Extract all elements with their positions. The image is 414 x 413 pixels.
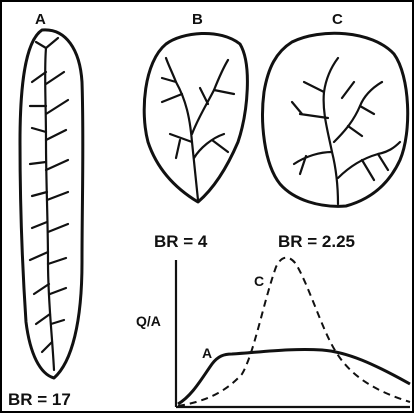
basin-a: A BR = 17 [8,11,83,409]
basin-b: B BR = 4 [144,11,247,251]
hydrograph-y-axis-label: Q/A [136,313,161,329]
basin-c-outline [263,33,408,206]
basin-b-stream-network [162,58,234,200]
basin-b-label: B [192,11,203,28]
basin-a-stream-network [30,38,68,370]
basin-c: C BR = 2.25 [263,11,408,251]
basin-b-ratio: BR = 4 [154,232,208,251]
hydrograph-curve-c-label: C [254,273,264,289]
basin-c-ratio: BR = 2.25 [278,232,355,251]
basin-c-label: C [332,11,343,28]
hydrograph: Q/A C A [136,258,410,407]
basin-a-ratio: BR = 17 [8,390,71,409]
hydrograph-curve-c [178,258,410,406]
basin-a-label: A [35,11,46,28]
hydrograph-curve-a-label: A [202,345,212,361]
